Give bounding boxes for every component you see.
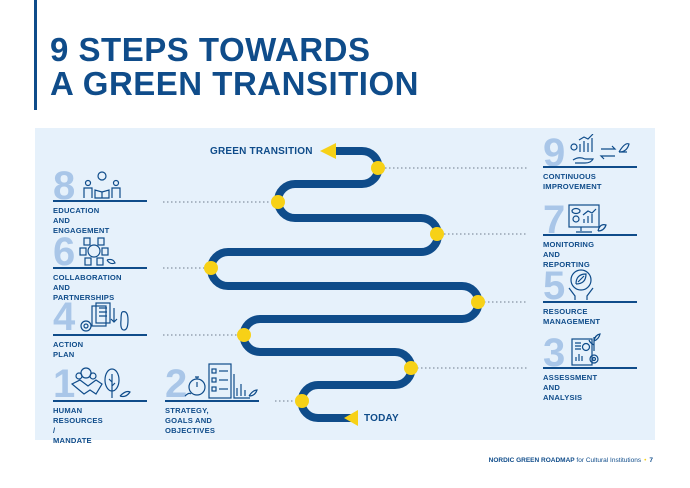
road-path — [207, 147, 483, 422]
step-number: 9 — [543, 131, 566, 175]
report-gear-plant-icon — [571, 333, 601, 366]
step-rule — [543, 301, 637, 303]
footer-brand: NORDIC GREEN ROADMAP — [488, 457, 575, 464]
today-label: TODAY — [364, 413, 399, 424]
handshake-people-tree-icon — [70, 367, 131, 398]
title-line-1: 9 STEPS TOWARDS — [50, 31, 371, 68]
step-number: 5 — [543, 264, 566, 308]
page-title: 9 STEPS TOWARDS A GREEN TRANSITION — [50, 33, 419, 101]
step-label: ASSESSMENT AND ANALYSIS — [543, 373, 598, 402]
green-transition-label: GREEN TRANSITION — [210, 146, 313, 157]
step-number: 4 — [53, 295, 76, 339]
step-rule — [53, 334, 147, 336]
hands-leaf-cycle-icon — [568, 269, 594, 300]
step-number: 6 — [53, 230, 76, 274]
step-label: MONITORING AND REPORTING — [543, 240, 595, 269]
title-line-2: A GREEN TRANSITION — [50, 65, 419, 102]
footer-separator: • — [644, 457, 647, 464]
step-rule — [543, 367, 637, 369]
step-number: 3 — [543, 331, 566, 375]
page-footer: NORDIC GREEN ROADMAP for Cultural Instit… — [489, 457, 653, 464]
start-arrow-icon — [344, 410, 358, 426]
step-rule — [53, 200, 147, 202]
connector-lines — [163, 167, 528, 402]
footer-subtitle: for Cultural Institutions — [576, 457, 642, 464]
documents-gear-footprint-icon — [80, 302, 129, 332]
step-number: 7 — [543, 198, 566, 242]
step-rule — [543, 166, 637, 168]
step-rule — [53, 267, 147, 269]
step-label: STRATEGY, GOALS AND OBJECTIVES — [165, 406, 216, 435]
step-label: CONTINUOUS IMPROVEMENT — [543, 172, 602, 191]
step-rule — [53, 400, 147, 402]
step-rule — [165, 400, 259, 402]
step-number: 8 — [53, 164, 76, 208]
page-number: 7 — [649, 457, 653, 464]
step-label: EDUCATION AND ENGAGEMENT — [53, 206, 110, 235]
milestone-dots — [204, 161, 485, 408]
end-arrow-icon — [320, 143, 336, 159]
monitor-eye-chart-icon — [568, 204, 607, 233]
step-rule — [543, 234, 637, 236]
title-accent-bar — [34, 0, 37, 110]
step-number: 2 — [165, 362, 188, 406]
joined-hands-circle-icon — [79, 237, 116, 266]
step-number: 1 — [53, 362, 76, 406]
hand-growth-chart-cycle-icon — [570, 134, 630, 164]
step-label: RESOURCE MANAGEMENT — [543, 307, 601, 326]
step-label: HUMAN RESOURCES / MANDATE — [53, 406, 103, 445]
step-label: COLLABORATION AND PARTNERSHIPS — [53, 273, 122, 302]
stopwatch-checklist-chart-icon — [184, 363, 258, 399]
step-label: ACTION PLAN — [53, 340, 84, 359]
people-book-gear-icon — [83, 171, 121, 199]
